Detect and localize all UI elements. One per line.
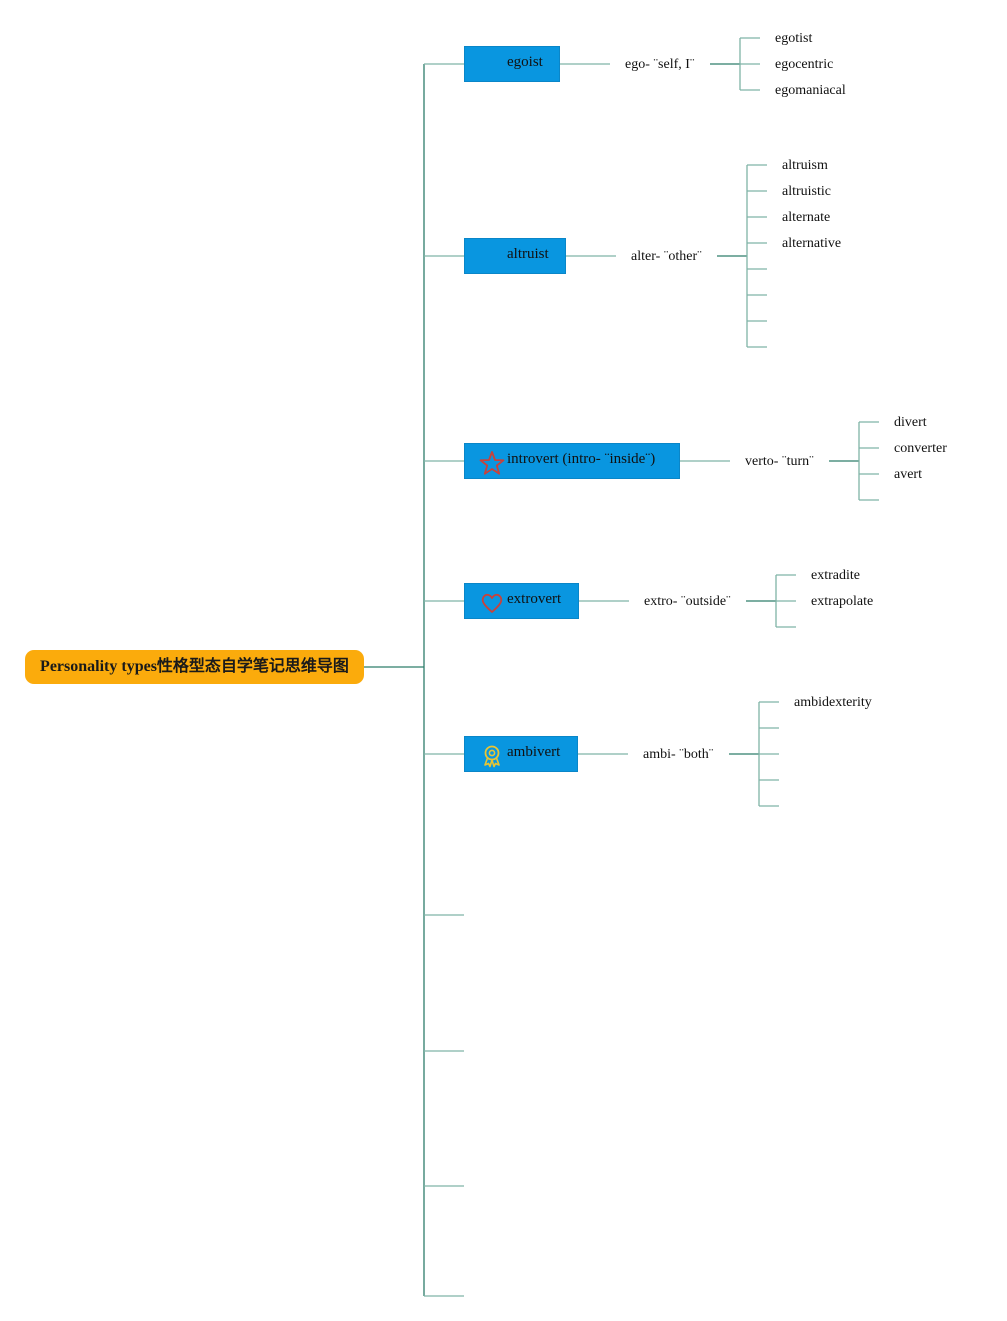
root-word-ambi[interactable]: ambi- ¨both¨ bbox=[643, 747, 714, 762]
leaf-altruistic[interactable]: altruistic bbox=[782, 184, 831, 199]
root-word-verto[interactable]: verto- ¨turn¨ bbox=[745, 454, 814, 469]
leaf-egomaniacal[interactable]: egomaniacal bbox=[775, 83, 846, 98]
heart-icon bbox=[481, 593, 503, 613]
topic-extrovert[interactable]: extrovert bbox=[464, 583, 579, 619]
topic-ambivert[interactable]: ambivert bbox=[464, 736, 578, 772]
leaf-alternate[interactable]: alternate bbox=[782, 210, 831, 225]
topic-altruist-label: altruist bbox=[507, 246, 549, 262]
leaf-alternative[interactable]: alternative bbox=[782, 236, 842, 251]
leaf-altruism[interactable]: altruism bbox=[782, 158, 828, 173]
topic-egoist-label: egoist bbox=[507, 54, 543, 70]
leaf-converter[interactable]: converter bbox=[894, 441, 947, 456]
leaf-divert[interactable]: divert bbox=[894, 415, 927, 430]
topic-ambivert-label: ambivert bbox=[507, 744, 561, 760]
leaf-ambidexterity[interactable]: ambidexterity bbox=[794, 695, 872, 710]
root-topic[interactable]: Personality types性格型态自学笔记思维导图 bbox=[25, 650, 364, 684]
leaf-egocentric[interactable]: egocentric bbox=[775, 57, 834, 72]
leaf-egotist[interactable]: egotist bbox=[775, 31, 813, 46]
root-word-extro[interactable]: extro- ¨outside¨ bbox=[644, 594, 731, 609]
award-ribbon-icon bbox=[484, 745, 500, 768]
root-word-alter[interactable]: alter- ¨other¨ bbox=[631, 249, 702, 264]
root-word-ego[interactable]: ego- ¨self, I¨ bbox=[625, 57, 695, 72]
topic-extrovert-label: extrovert bbox=[507, 591, 562, 607]
topic-introvert-label: introvert (intro- ¨inside¨) bbox=[507, 451, 656, 467]
leaf-avert[interactable]: avert bbox=[894, 467, 922, 482]
leaf-extrapolate[interactable]: extrapolate bbox=[811, 594, 874, 609]
topic-altruist[interactable]: altruist bbox=[464, 238, 566, 274]
star-icon bbox=[479, 451, 505, 475]
leaf-extradite[interactable]: extradite bbox=[811, 568, 860, 583]
topic-egoist[interactable]: egoist bbox=[464, 46, 560, 82]
topic-introvert[interactable]: introvert (intro- ¨inside¨) bbox=[464, 443, 680, 479]
